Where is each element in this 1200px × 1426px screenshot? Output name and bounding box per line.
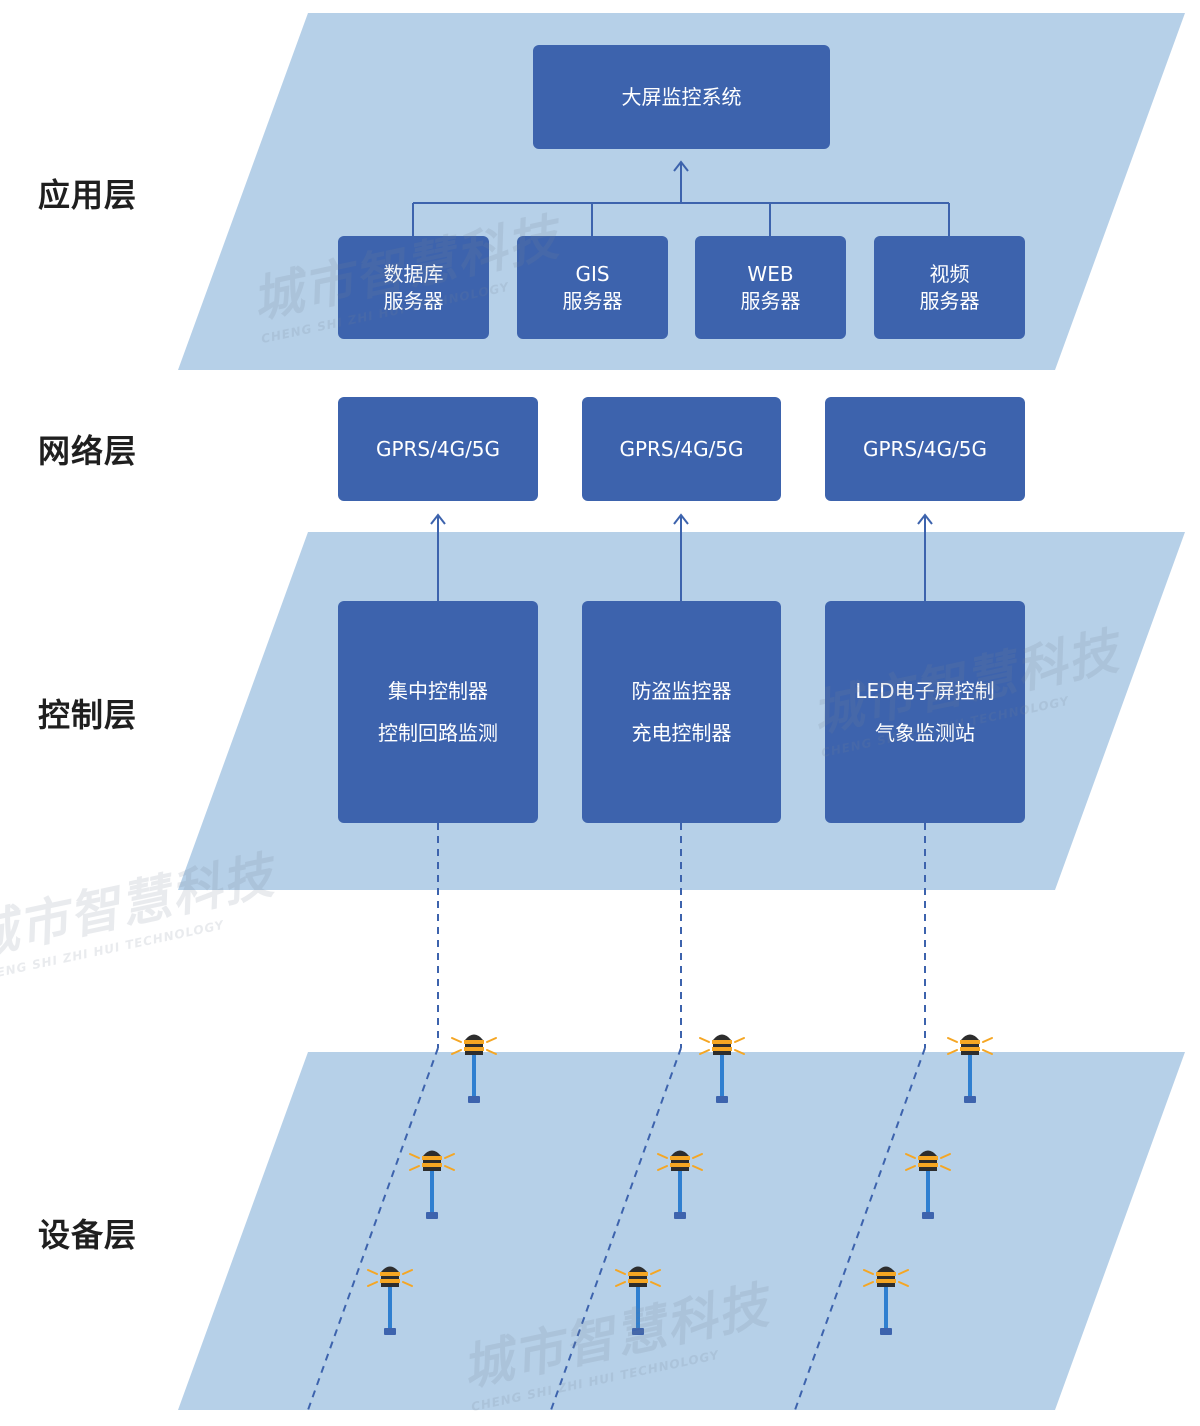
server-label-line2: 服务器 (919, 288, 980, 313)
database-server-box[interactable]: 数据库 服务器 (338, 236, 489, 339)
lamp-post-icon (863, 1266, 909, 1335)
device-layer-plane (178, 1052, 1185, 1410)
control-to-device-dashed-links (307, 823, 926, 1411)
control-label-line1: 防盗监控器 (631, 679, 732, 703)
control-label-line1: 集中控制器 (388, 679, 488, 703)
layer-label-application: 应用层 (38, 176, 138, 214)
anti-theft-controller-box[interactable]: 防盗监控器 充电控制器 (582, 601, 781, 823)
video-server-box[interactable]: 视频 服务器 (874, 236, 1025, 339)
server-label-line1: GIS (575, 261, 610, 286)
network-link-box-2[interactable]: GPRS/4G/5G (582, 397, 781, 501)
lamp-post-icon (699, 1034, 745, 1103)
web-server-box[interactable]: WEB 服务器 (695, 236, 846, 339)
server-label-line2: 服务器 (383, 288, 444, 313)
led-screen-controller-box[interactable]: LED电子屏控制 气象监测站 (825, 601, 1025, 823)
gis-server-box[interactable]: GIS 服务器 (517, 236, 668, 339)
layer-label-control: 控制层 (38, 696, 138, 734)
lamp-post-icon (451, 1034, 497, 1103)
big-screen-monitoring-system[interactable]: 大屏监控系统 (533, 45, 830, 149)
server-label-line1: 数据库 (383, 261, 444, 286)
network-link-label: GPRS/4G/5G (619, 436, 744, 461)
lamp-post-icon (409, 1150, 455, 1219)
server-bus-connector (412, 160, 950, 236)
control-label-line1: LED电子屏控制 (855, 679, 995, 703)
lamp-post-icon (657, 1150, 703, 1219)
big-screen-monitoring-label: 大屏监控系统 (621, 84, 742, 109)
control-label-line2: 气象监测站 (875, 721, 975, 745)
server-label-line2: 服务器 (562, 288, 623, 313)
network-link-box-3[interactable]: GPRS/4G/5G (825, 397, 1025, 501)
server-label-line2: 服务器 (740, 288, 801, 313)
network-link-label: GPRS/4G/5G (375, 436, 501, 461)
control-label-line2: 充电控制器 (631, 721, 732, 745)
lamp-post-icon (615, 1266, 661, 1335)
lamp-post-icon (905, 1150, 951, 1219)
layer-label-device: 设备层 (38, 1216, 138, 1254)
lamp-post-icon (367, 1266, 413, 1335)
control-to-network-arrows (430, 513, 933, 601)
control-label-line2: 控制回路监测 (378, 721, 498, 745)
server-label-line1: WEB (747, 261, 794, 286)
network-link-label: GPRS/4G/5G (862, 436, 988, 461)
lamp-post-icon (947, 1034, 993, 1103)
layer-label-network: 网络层 (38, 432, 138, 470)
central-controller-box[interactable]: 集中控制器 控制回路监测 (338, 601, 538, 823)
network-link-box-1[interactable]: GPRS/4G/5G (338, 397, 538, 501)
device-lamps (367, 1034, 993, 1335)
server-label-line1: 视频 (929, 261, 970, 286)
